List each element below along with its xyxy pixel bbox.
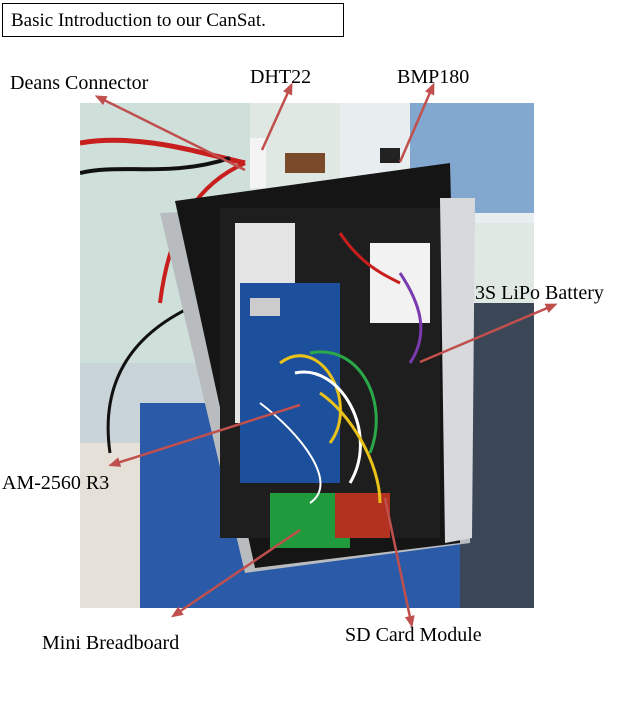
arrow-deans-connector [94,95,246,172]
arrow-sd-card [383,497,415,628]
arrow-lipo-battery [419,303,558,364]
label-mini-breadboard: Mini Breadboard [42,632,180,654]
arrow-dht22 [260,82,293,151]
label-am2560: AM-2560 R3 [2,472,110,494]
cansat-photo [80,103,534,608]
arrow-am2560 [108,403,301,467]
label-bmp180: BMP180 [397,66,470,88]
label-deans-connector: Deans Connector [10,72,149,94]
title-box: Basic Introduction to our CanSat. [2,3,344,37]
arrow-bmp180 [398,82,435,163]
label-dht22: DHT22 [250,66,312,88]
label-sd-card-module: SD Card Module [345,624,482,646]
arrow-mini-breadboard [171,528,301,618]
title-text: Basic Introduction to our CanSat. [11,10,266,31]
label-lipo-battery: 3S LiPo Battery [475,282,604,304]
